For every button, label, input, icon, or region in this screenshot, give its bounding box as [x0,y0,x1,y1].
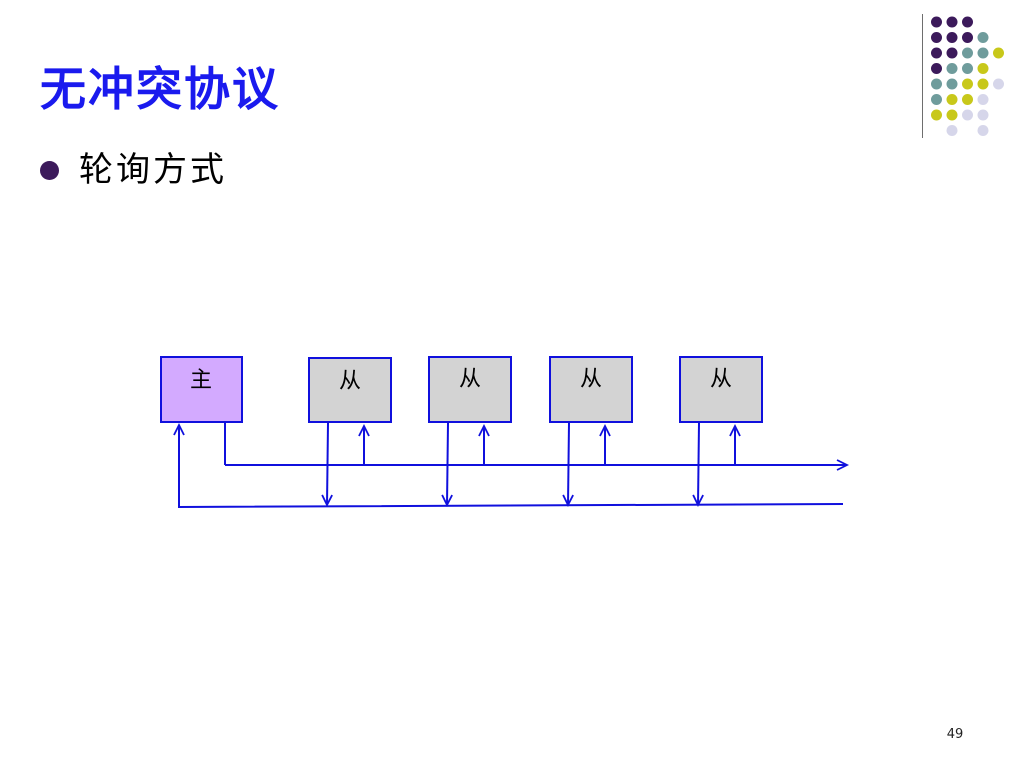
slave-1-send-arrow [321,422,333,508]
decor-dot [931,16,942,28]
decor-dot [962,109,973,121]
decor-dot [962,47,973,59]
decor-dot [962,94,973,105]
decor-dot [962,63,973,74]
master-label: 主 [190,368,212,393]
decor-dot [962,16,973,28]
decor-dot [931,94,942,105]
decor-dot [931,47,942,59]
decor-dot [931,63,942,74]
slave-box-4 [679,356,763,423]
decor-dot [977,94,989,105]
decor-dot [946,94,958,105]
decor-dot [977,125,989,136]
decor-dot [946,47,958,59]
decor-dot [931,78,942,90]
bullet-item: 轮询方式 [40,150,227,191]
decor-dot [946,78,958,90]
slave-box-2 [428,356,512,423]
decor-dot [993,47,1004,59]
slave-label-2: 从 [459,367,481,392]
slave-label-1: 从 [339,369,361,394]
decor-dot [962,78,973,90]
decor-dot [946,16,958,28]
slave-box-3 [549,356,633,423]
decor-dot [946,32,958,43]
decor-dot [977,32,989,43]
decor-dot [946,125,958,136]
decor-dot [993,78,1004,90]
decor-divider [922,14,923,138]
response-bus-line [173,422,844,509]
slave-2-send-arrow [441,422,453,508]
decor-dots-icon [931,16,1004,136]
decor-dot [977,78,989,90]
slave-3-send-arrow [562,422,574,508]
decor-dot [977,47,989,59]
master-box [160,356,243,423]
decor-dot [946,63,958,74]
decor-dot [946,109,958,121]
decor-dot [962,32,973,43]
decor-dot [931,32,942,43]
slave-label-4: 从 [710,367,732,392]
page-number: 49 [946,727,964,742]
slave-4-send-arrow [692,422,704,508]
decor-dot [977,109,989,121]
bullet-text: 轮询方式 [79,150,227,190]
slide-title: 无冲突协议 [40,62,280,116]
slave-label-3: 从 [580,367,602,392]
decor-dot [977,63,989,74]
decor-dot [931,109,942,121]
slave-box-1 [308,357,392,423]
bullet-dot-icon [40,160,59,180]
